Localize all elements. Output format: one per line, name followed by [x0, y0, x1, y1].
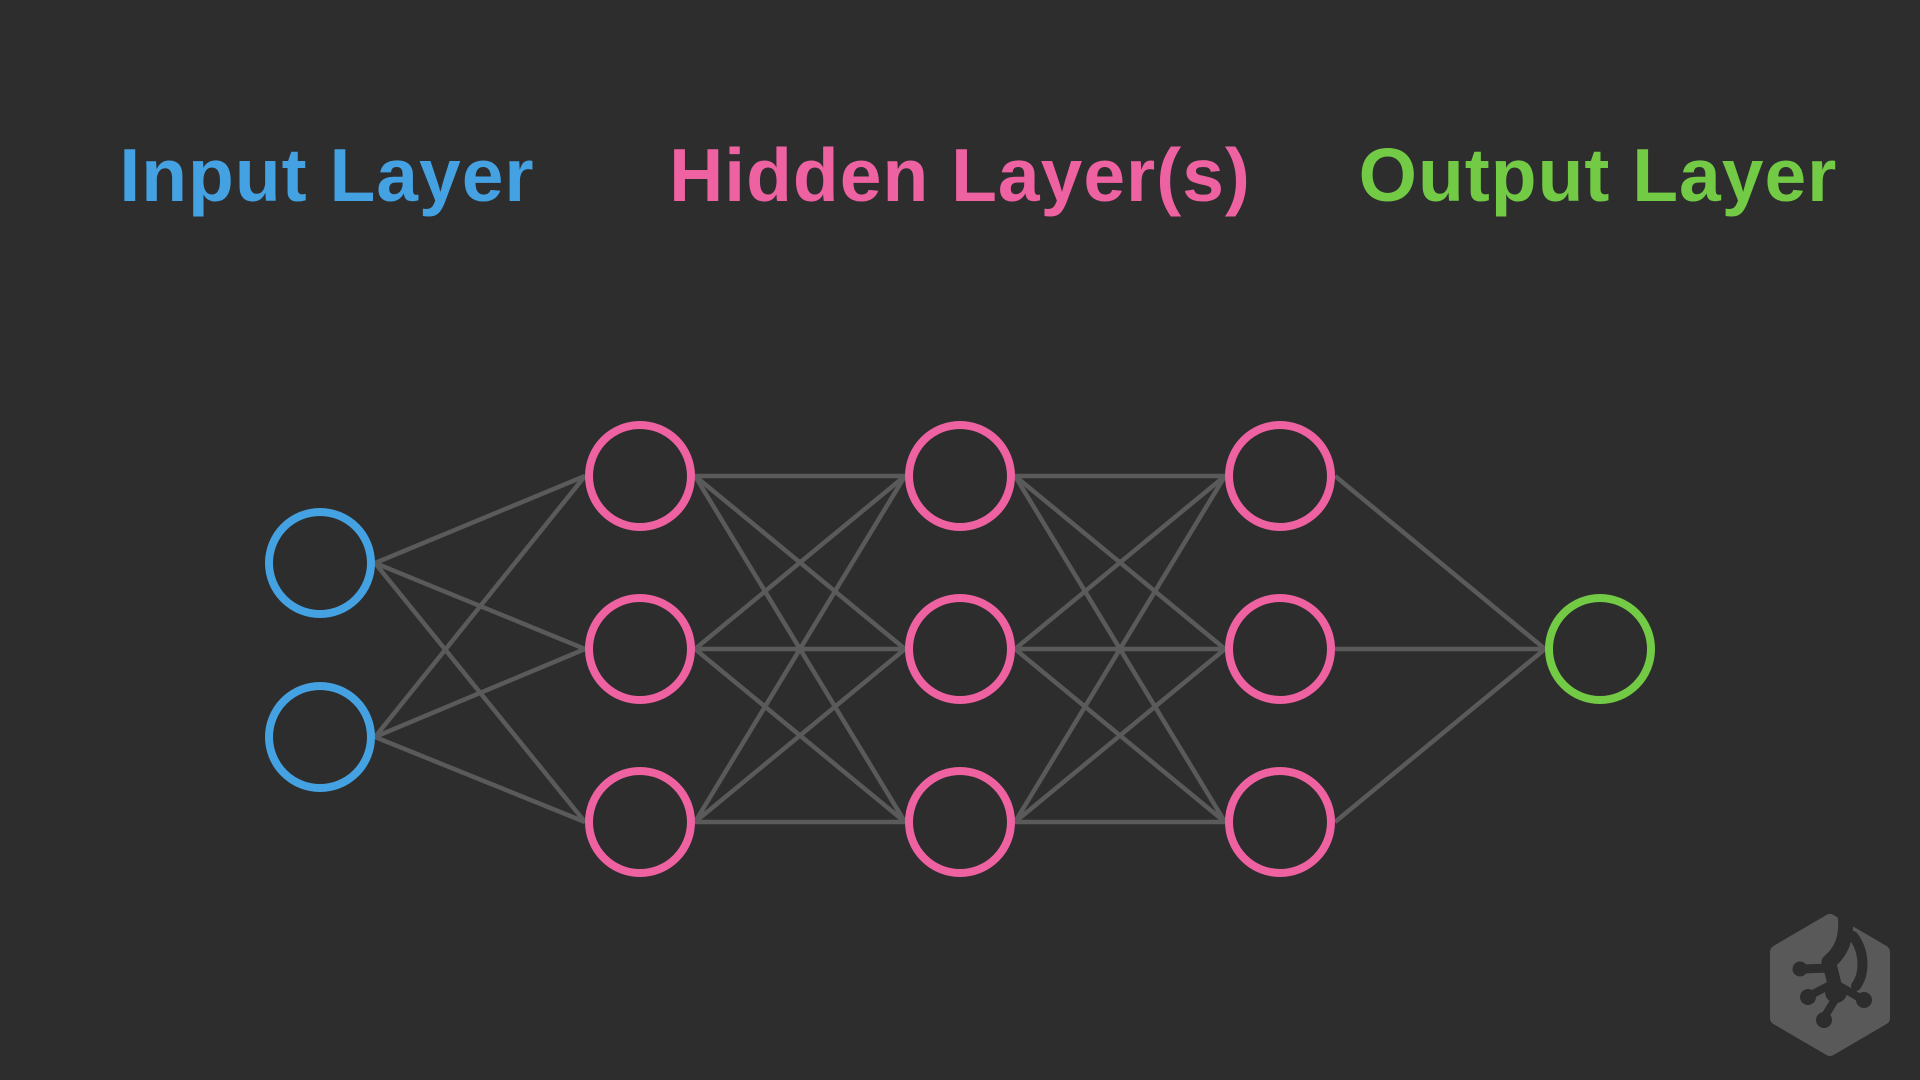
edge-hidden-layer-1-3-to-hidden-layer-2-1: [693, 474, 907, 824]
edge-hidden-layer-1-3-to-hidden-layer-2-2: [693, 647, 907, 824]
hidden-layer-3-node-3: [1225, 767, 1335, 877]
output-layer-node-1: [1545, 594, 1655, 704]
treehouse-logo-icon: [1770, 906, 1890, 1056]
hidden-layer-1-node-1: [585, 421, 695, 531]
hidden-layer-3-node-1: [1225, 421, 1335, 531]
edge-hidden-layer-3-3-to-output-layer-1: [1333, 647, 1547, 824]
nodes-group: [265, 421, 1655, 877]
edge-input-layer-2-to-hidden-layer-1-3: [374, 734, 586, 825]
edge-hidden-layer-3-1-to-output-layer-1: [1333, 474, 1547, 651]
hidden-layer-2-node-1: [905, 421, 1015, 531]
hidden-layer-1-node-2: [585, 594, 695, 704]
edge-hidden-layer-2-3-to-hidden-layer-3-1: [1013, 474, 1227, 824]
input-layer-node-1: [265, 508, 375, 618]
edge-input-layer-2-to-hidden-layer-1-1: [373, 474, 587, 739]
edge-hidden-layer-2-3-to-hidden-layer-3-2: [1013, 647, 1227, 824]
output-layer-title: Output Layer: [1358, 133, 1838, 217]
edge-hidden-layer-2-2-to-hidden-layer-3-1: [1013, 474, 1227, 651]
hidden-layer-3-node-2: [1225, 594, 1335, 704]
hidden-layer-1-node-3: [585, 767, 695, 877]
hidden-layer-2-node-3: [905, 767, 1015, 877]
hidden-layer-title: Hidden Layer(s): [669, 133, 1251, 217]
edge-input-layer-1-to-hidden-layer-1-1: [374, 473, 586, 566]
input-layer-node-2: [265, 682, 375, 792]
input-layer-title: Input Layer: [119, 133, 535, 217]
hidden-layer-2-node-2: [905, 594, 1015, 704]
edges-group: [373, 473, 1547, 825]
edge-input-layer-2-to-hidden-layer-1-2: [374, 646, 586, 740]
edge-hidden-layer-1-2-to-hidden-layer-2-1: [693, 474, 907, 651]
